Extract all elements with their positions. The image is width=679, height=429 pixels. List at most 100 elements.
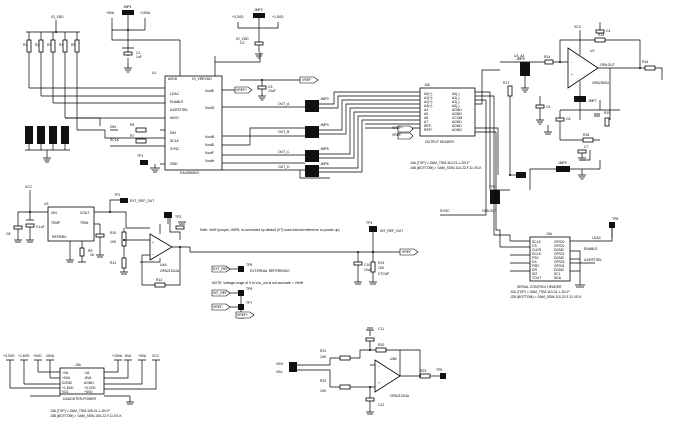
res-value-r10: 10K (110, 240, 117, 244)
j2-pin: SCLK (532, 240, 542, 244)
res-label-r23: R23 (420, 369, 426, 373)
net-vrefh: VREF+ (236, 88, 247, 92)
j4-pin: AGND (452, 120, 462, 124)
net-ext-ref-out: EXT_REF_OUT (130, 199, 154, 203)
res-value-r13: 10K (378, 266, 385, 270)
jumper-label-jmp4: JMP4 (320, 123, 329, 127)
j2-pin: GPIO4 (554, 264, 564, 268)
power-header-right-pins: -VA -5VA AGND +3.3VD +5VD (84, 371, 96, 394)
dac-pin-iovdd: IO_VREVDD (192, 77, 212, 81)
net-vref: VREF (302, 78, 311, 82)
ref-part: REF5050 (52, 235, 66, 239)
tp-label-tp9: TP9 (436, 368, 442, 372)
jumper-jmp2 (253, 13, 265, 18)
net-int-ref: INT_REF (213, 291, 227, 295)
res-label-r3: R3 (47, 43, 51, 47)
jumper-label-jmp3: JMP3 (320, 97, 329, 101)
jumper-label-jmp8: JMP8 (516, 57, 525, 61)
j2-pin: GPIO1 (554, 244, 564, 248)
j4-pin: REF+ (424, 128, 433, 132)
res-label-r1: R1 (23, 43, 27, 47)
j2-pin: TOUT (532, 276, 541, 280)
res-label-r14: R14 (544, 55, 550, 59)
cap-label-c6: C6 (566, 117, 570, 121)
note-voltage-range: NOTE: Voltage range of 0 to Vcc_out is n… (212, 281, 304, 285)
net-vin-plus: VIN+ (276, 362, 284, 366)
output-header-left-pins: A0(+) A1(+) A2(+) A3(+) A4 A5 A6 A7 REF-… (424, 92, 433, 132)
dac-pin-ldac: LDAC (170, 92, 180, 96)
output-header-note-top: J4A (TOP) = SAM_TSM-110-01-L-DV-P (410, 161, 470, 165)
jumper-label-jmp5: JMP5 (320, 147, 329, 151)
ctrl-sig-rstsel: A1/RSTSEL (584, 258, 602, 262)
net-vref-h: VREF+ (237, 313, 248, 317)
net-vref-minus: VREF- (213, 305, 223, 309)
tp-label-tp3: TP3 (175, 215, 181, 219)
net-vref-out: VREF (402, 250, 411, 254)
jumper-jmp1 (122, 10, 134, 15)
net-opa-out: OPA OUT (600, 63, 615, 67)
j4-pin: A1(-) (452, 96, 460, 100)
j2-pin: DGND (554, 248, 565, 252)
j2-pin: DGND (554, 256, 565, 260)
j4-pin: A2(-) (452, 100, 460, 104)
j3-pin: +VA (62, 371, 69, 375)
j4-pin: A1(+) (424, 96, 432, 100)
tp-label-tp6: TP6 (246, 287, 252, 291)
j2-pin: FSR (532, 264, 539, 268)
net-out-a: OUT_A (278, 102, 290, 106)
junction-dots (29, 29, 641, 388)
cap-value-c1: 1uF (136, 55, 142, 59)
header-ref-j2: J2A (546, 232, 553, 236)
cap-label-c12: C12 (378, 403, 384, 407)
rail-label-18vd: +1.8VD (272, 15, 284, 19)
j2-pin: GPIO2 (554, 252, 564, 256)
cap-value-c10: 10uF (364, 268, 372, 272)
control-header-right-pins: GPIO0 GPIO1 DGND GPIO2 DGND GPIO3 GPIO4 … (554, 240, 565, 280)
opamp-u4b-minus: − (378, 365, 380, 369)
rail-label-18vd-pwr: +1.8VD (18, 354, 30, 358)
power-header-left-pins: +VA +5VA DGND +1.8VD VD1 (62, 371, 74, 394)
header-ref-j3: J3A (75, 363, 82, 367)
opamp-u4a-minus: − (152, 253, 154, 257)
res-label-r13: R13 (378, 261, 384, 265)
note-vref-jumper: Note: VrefH jumper, JMP8, is connected b… (200, 228, 340, 232)
opamp-u4a-part: OPA2132UA (160, 269, 180, 273)
dac-pin-a0: A0/IO (170, 116, 179, 120)
res-label-r18: R18 (583, 133, 589, 137)
dac-ref: U1 (152, 71, 156, 75)
ctrl-sig-ldac: LDAC (592, 236, 602, 240)
cap-label-c2: C2 (240, 41, 244, 45)
pwr-header-note-bottom: J3B (BOTTOM) = SAM_SSW-105-22-F-D-VS-K (50, 414, 122, 418)
net-u2-in: U3_A4 (514, 54, 524, 58)
cap-value-c3: 10uF (268, 89, 276, 93)
res-value-r9: 1K (90, 253, 95, 257)
net-opa-out-label: OPA OUT (482, 209, 497, 213)
ctrl-header-note-top: J2A (TOP) = SAM_TSM-110-01-L-DV-P (510, 290, 570, 294)
res-label-r4: R4 (59, 43, 63, 47)
jumper-jmp6 (305, 165, 319, 177)
opamp-u4a-ref: U4A (160, 263, 167, 267)
jumper-block (61, 126, 69, 144)
rail-label-vcc: VCC (574, 25, 582, 29)
opamp-u4b-ref: U4B (390, 357, 397, 361)
j3-pin: -5VA (84, 376, 92, 380)
cap-label-c3: C3 (268, 85, 272, 89)
j2-pin: GPIO3 (554, 260, 564, 264)
res-value-r22: 10K (320, 389, 327, 393)
res-label-r20: R20 (378, 343, 384, 347)
res-label-r11: R11 (110, 261, 116, 265)
jumper-jmp8 (520, 62, 530, 76)
j2-pin: SCL (554, 272, 561, 276)
res-label-r21: R21 (320, 349, 326, 353)
net-vin-minus: VIN- (276, 370, 283, 374)
opamp-u2-part: OPA2350U (592, 81, 609, 85)
j4-pin: A0(-) (452, 92, 460, 96)
output-header: J4A A0(+) A1(+) A2(+) A3(+) A4 A5 A6 A7 … (410, 69, 510, 216)
opamp-u4b-part: OPA2132UA (390, 394, 410, 398)
j2-pin: CS (532, 244, 537, 248)
net-out-d: OUT_D (278, 165, 290, 169)
jumper-label-jmp2: JMP2 (254, 8, 263, 12)
res-label-r2: R2 (35, 43, 39, 47)
rail-label-5va-pwr: +5VA (138, 354, 147, 358)
net-out-c: OUT_C (278, 150, 290, 154)
